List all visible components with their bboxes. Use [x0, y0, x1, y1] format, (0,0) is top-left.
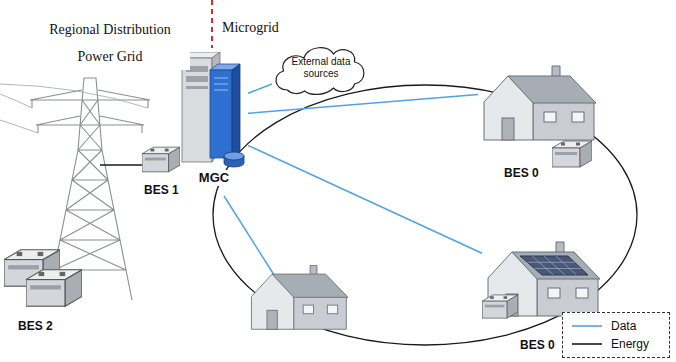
cloud-outline	[276, 48, 364, 95]
legend-label: Energy	[611, 337, 649, 351]
data-link	[248, 84, 272, 93]
connector-group	[248, 84, 482, 253]
cloud-label: External data sources	[288, 56, 354, 80]
legend-line	[572, 325, 602, 327]
battery-icon	[26, 270, 82, 306]
data-link	[248, 145, 482, 253]
controller-node: MGC	[180, 52, 248, 192]
battery-label: BES 0	[518, 338, 557, 352]
battery-icon	[552, 140, 592, 168]
legend-row: Data	[571, 317, 661, 335]
text-group: BES 0	[518, 338, 557, 352]
label-holder: BES 1	[142, 180, 181, 198]
battery-label: BES 0	[502, 166, 541, 180]
house-icon	[251, 265, 348, 329]
data-line	[224, 196, 276, 278]
region-title: Regional Distribution Power Grid	[30, 16, 190, 70]
battery-label: BES 1	[142, 183, 181, 197]
legend-sample	[571, 339, 603, 349]
house-icon	[478, 62, 598, 142]
battery-icon	[142, 147, 180, 172]
battery-icon	[552, 141, 592, 167]
label-holder: BES 2	[16, 316, 55, 334]
legend-sample	[571, 321, 603, 331]
label-holder: Microgrid	[220, 18, 281, 38]
boundary-line	[211, 0, 213, 48]
region-title: Microgrid	[220, 18, 281, 38]
house-icon	[484, 66, 596, 140]
legend-line	[572, 343, 602, 345]
legend-label: Data	[611, 319, 636, 333]
text-group: BES 0	[502, 166, 541, 180]
legend-box: DataEnergy	[562, 312, 670, 358]
house-node: BES 0	[478, 62, 603, 184]
label-holder: Regional Distribution Power Grid	[30, 16, 190, 70]
server-icon	[182, 52, 244, 167]
cloud-node: External data sources	[272, 40, 370, 96]
power-wire	[0, 84, 148, 133]
battery-icon	[482, 295, 518, 318]
text-group: External data sources	[272, 56, 370, 80]
text-group: MGC	[180, 170, 248, 186]
controller-label: MGC	[197, 170, 231, 186]
data-link	[248, 95, 478, 114]
solar-panel	[520, 256, 588, 275]
battery-icon	[482, 294, 518, 319]
legend-row: Energy	[571, 335, 661, 353]
battery-label: BES 2	[16, 319, 55, 333]
